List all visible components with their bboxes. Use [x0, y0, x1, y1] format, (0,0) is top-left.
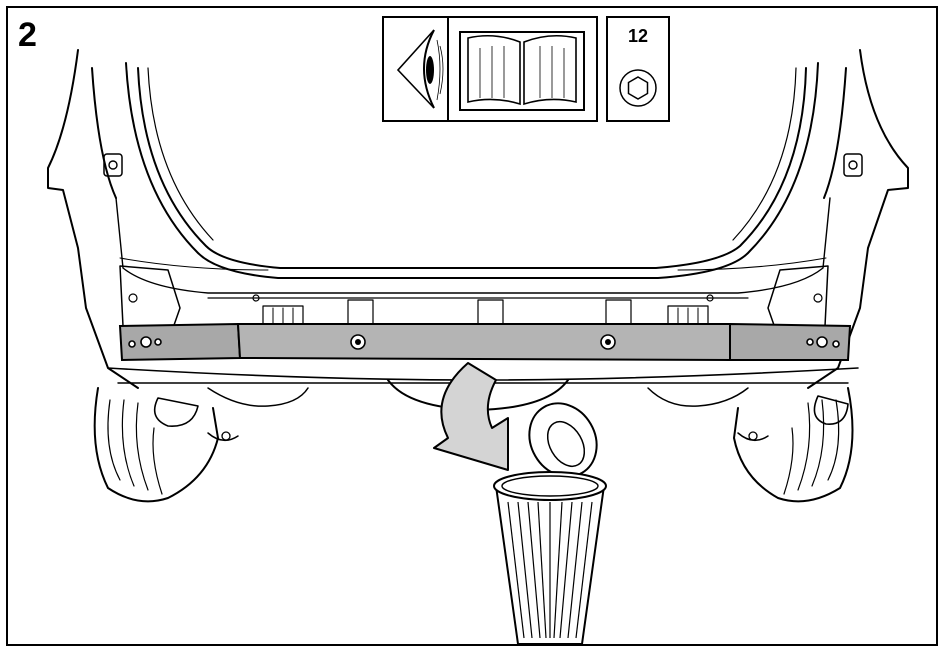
removed-cap — [528, 402, 598, 478]
trash-bin-icon — [493, 471, 607, 644]
tool-size-box: 12 — [606, 16, 670, 122]
tool-size-label: 12 — [627, 26, 649, 46]
hex-socket-icon — [619, 69, 657, 107]
highlighted-bumper-beam — [118, 322, 852, 362]
see-manual-box — [382, 16, 598, 122]
book-icon — [459, 31, 585, 111]
step-number: 2 — [18, 16, 37, 54]
see-manual-graphic — [396, 18, 585, 120]
vehicle-rear-illustration — [47, 49, 909, 644]
removal-arrow — [433, 362, 509, 471]
eye-icon — [396, 29, 444, 109]
